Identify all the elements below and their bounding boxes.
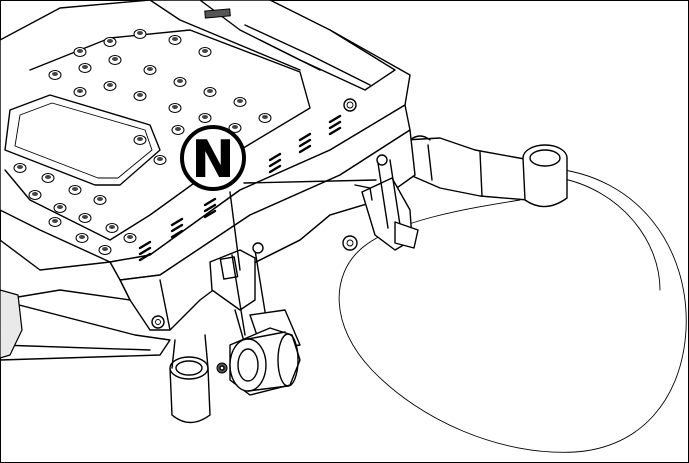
- deck-bolt-head: [77, 49, 83, 53]
- belt-cover: [199, 0, 396, 112]
- deck-bolt-head: [137, 137, 143, 141]
- deck-bolt-head: [137, 93, 143, 97]
- left-rail: [0, 239, 171, 361]
- deck-vent-slots: [138, 114, 342, 262]
- caster-arm: [404, 135, 568, 208]
- deck-bolt-head: [79, 235, 85, 239]
- deck-bolt-head: [82, 215, 88, 219]
- caster-wheel-inner: [559, 177, 661, 291]
- deck-bolt-head: [207, 89, 213, 93]
- deck-bolt-head: [112, 57, 118, 61]
- deck-bolt-head: [72, 187, 78, 191]
- anti-scalp-roller: [216, 327, 301, 396]
- deck-bolt-head: [97, 197, 103, 201]
- deck-bolt-head: [237, 99, 243, 103]
- deck-bolt-head: [45, 175, 51, 179]
- deck-bolt-head: [109, 225, 115, 229]
- deck-bolt-head: [17, 165, 23, 169]
- callout-n: N: [180, 125, 246, 191]
- callout-label: N: [191, 130, 235, 190]
- deck-bolt-head: [137, 31, 143, 35]
- deck-bolt-head: [77, 89, 83, 93]
- deck-bolt-head: [52, 219, 58, 223]
- deck-bolt-head: [177, 79, 183, 83]
- deck-bolt-head: [172, 37, 178, 41]
- callout-leaders: [229, 179, 377, 271]
- deck-bolt-head: [232, 125, 238, 129]
- deck-bolt-head: [127, 235, 133, 239]
- deck-window: [4, 94, 161, 186]
- deck-bolt-head: [82, 65, 88, 69]
- left-caster-socket: [169, 334, 211, 424]
- deck-bolt-head: [107, 83, 113, 87]
- deck-bolt-head: [57, 205, 63, 209]
- caster-wheel-outline: [338, 167, 687, 453]
- deck-bolt-head: [202, 115, 208, 119]
- deck-bolt-head: [157, 157, 163, 161]
- deck-front-lip: [109, 104, 411, 281]
- front-frame: [119, 129, 416, 331]
- deck-bolt-head: [32, 192, 38, 196]
- deck-bolt-head: [147, 67, 153, 71]
- right-pin-assembly: [354, 154, 419, 251]
- deck-bolt-head: [202, 49, 208, 53]
- deck-bolt-head: [102, 247, 108, 251]
- deck-bolt-head: [262, 115, 268, 119]
- deck-bolt-head: [52, 72, 58, 76]
- deck-bolt-head: [107, 39, 113, 43]
- deck-bolt-head: [175, 127, 181, 131]
- deck-bolt-head: [172, 105, 178, 109]
